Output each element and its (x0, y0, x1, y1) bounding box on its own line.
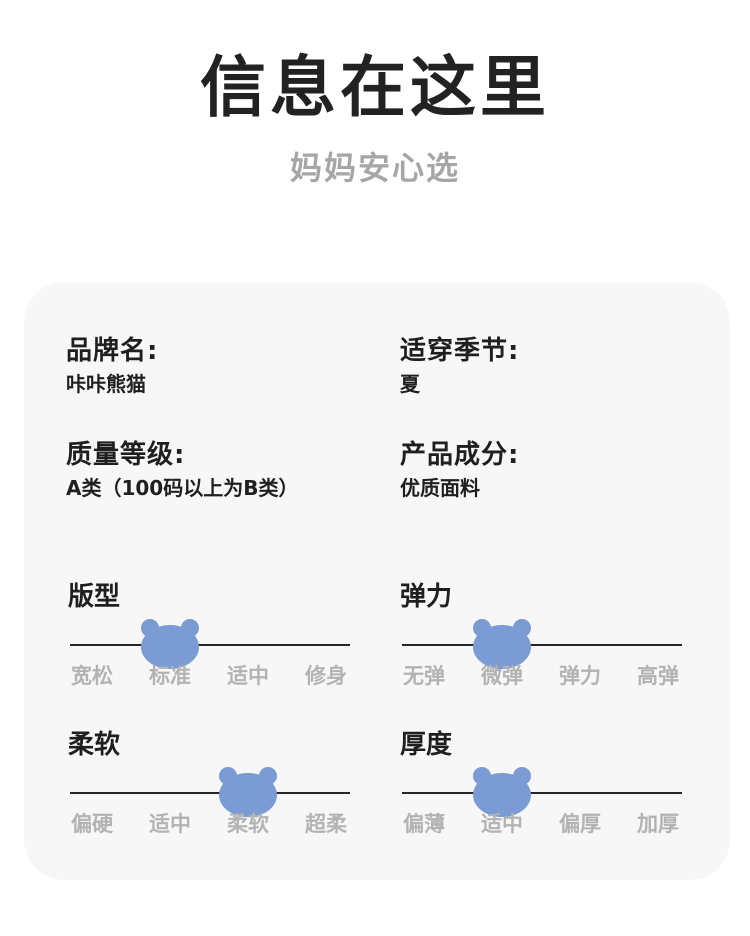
rating-option: 微弹 (481, 664, 523, 688)
rating-label: 厚度 (400, 730, 453, 760)
rating-option: 宽松 (71, 664, 113, 688)
rating-option: 超柔 (305, 812, 347, 836)
page-subtitle: 妈妈安心选 (289, 149, 460, 187)
info-brand: 品牌名: 咔咔熊猫 (66, 334, 366, 398)
rating-label: 柔软 (68, 730, 121, 760)
info-label: 品牌名: (66, 336, 159, 366)
bear-head-icon (219, 767, 277, 817)
bear-head-icon (141, 619, 199, 669)
info-value: 夏 (400, 372, 420, 396)
info-label: 产品成分: (400, 440, 520, 470)
info-material: 产品成分: 优质面料 (400, 438, 700, 502)
rating-option: 偏硬 (71, 812, 113, 836)
rating-label: 版型 (68, 582, 121, 612)
bear-head-icon (473, 767, 531, 817)
rating-track (70, 792, 350, 794)
info-label: 质量等级: (66, 440, 186, 470)
rating-option: 高弹 (637, 664, 679, 688)
rating-track (402, 792, 682, 794)
info-value: A类（100码以上为B类） (66, 476, 299, 500)
rating-option: 无弹 (403, 664, 445, 688)
info-grade: 质量等级: A类（100码以上为B类） (66, 438, 366, 502)
info-label: 适穿季节: (400, 336, 520, 366)
bear-head-icon (473, 619, 531, 669)
rating-option: 柔软 (227, 812, 269, 836)
rating-track (402, 644, 682, 646)
rating-elasticity: 弹力 无弹 微弹 弹力 高弹 (400, 580, 682, 700)
rating-option: 偏厚 (559, 812, 601, 836)
rating-option: 适中 (481, 812, 523, 836)
rating-option: 适中 (227, 664, 269, 688)
info-value: 优质面料 (400, 476, 480, 500)
rating-option: 偏薄 (403, 812, 445, 836)
rating-fit: 版型 宽松 标准 适中 修身 (68, 580, 350, 700)
rating-thickness: 厚度 偏薄 适中 偏厚 加厚 (400, 728, 682, 848)
rating-option: 标准 (149, 664, 191, 688)
rating-option: 弹力 (559, 664, 601, 688)
rating-option: 加厚 (637, 812, 679, 836)
info-value: 咔咔熊猫 (66, 372, 146, 396)
rating-option: 适中 (149, 812, 191, 836)
rating-option: 修身 (305, 664, 347, 688)
rating-label: 弹力 (400, 582, 453, 612)
rating-softness: 柔软 偏硬 适中 柔软 超柔 (68, 728, 350, 848)
info-season: 适穿季节: 夏 (400, 334, 700, 398)
rating-track (70, 644, 350, 646)
page-title: 信息在这里 (200, 49, 550, 126)
info-card: 品牌名: 咔咔熊猫 适穿季节: 夏 质量等级: A类（100码以上为B类） 产品… (24, 282, 730, 880)
